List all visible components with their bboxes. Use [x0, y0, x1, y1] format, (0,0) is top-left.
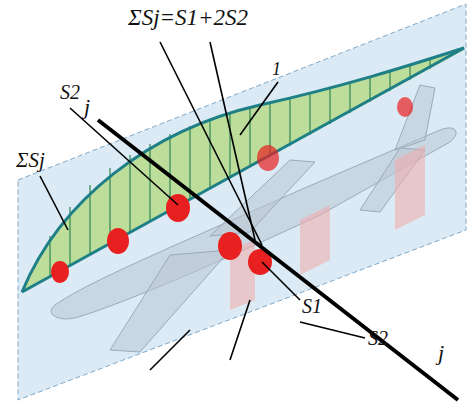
section-planes-red	[230, 145, 425, 310]
axis-label: j	[84, 96, 90, 118]
sum-label: ΣSj	[16, 150, 45, 171]
leader-lines	[40, 42, 365, 370]
formula-label: ΣSj=S1+2S2	[128, 6, 248, 29]
section-label: S2	[60, 82, 80, 102]
axis-label: j	[438, 342, 444, 364]
j-axis	[98, 120, 458, 400]
callout-number: 1	[272, 60, 281, 78]
axis-line	[22, 48, 464, 292]
section-plane	[18, 4, 466, 400]
area-curve	[22, 48, 464, 292]
section-label: S2	[368, 328, 388, 348]
area-distribution	[22, 48, 464, 292]
section-label: S1	[302, 296, 322, 316]
